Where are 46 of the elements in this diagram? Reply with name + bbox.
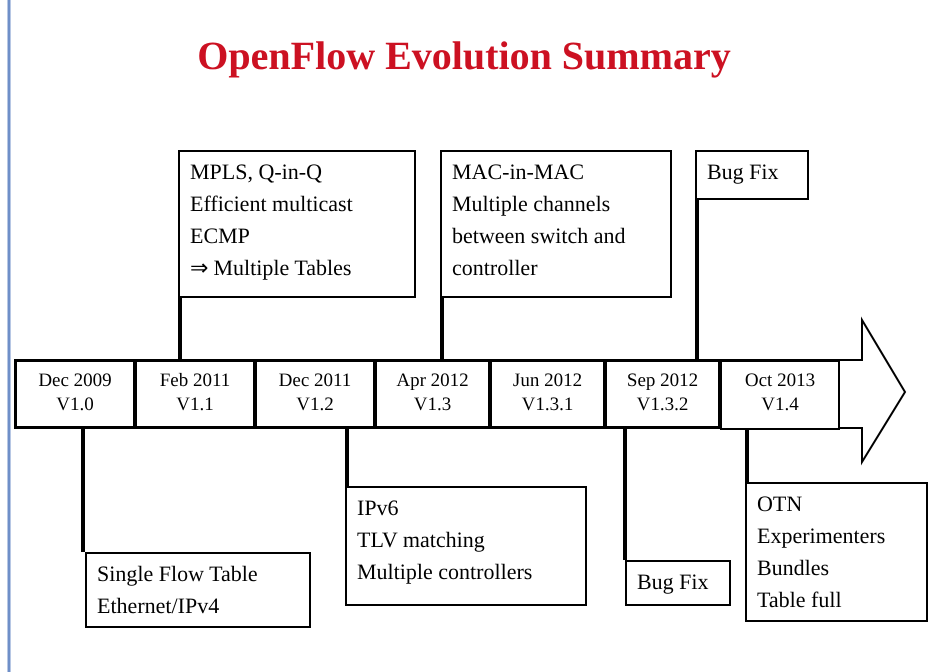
version-label: V1.2: [295, 393, 335, 417]
feature-text: Experimenters: [757, 522, 886, 550]
feature-text: MAC-in-MAC: [452, 158, 586, 186]
feature-box: [695, 150, 809, 200]
date-label: Dec 2009: [37, 369, 113, 393]
feature-text: Ethernet/IPv4: [97, 592, 220, 620]
feature-text: ⇒ Multiple Tables: [190, 254, 352, 282]
connector-line: [345, 428, 349, 486]
connector-line: [745, 430, 749, 482]
feature-text: ECMP: [190, 222, 251, 250]
version-label: V1.4: [760, 393, 800, 417]
feature-text: TLV matching: [357, 526, 486, 554]
title: OpenFlow Evolution Summary: [196, 32, 732, 79]
feature-text: Bug Fix: [707, 158, 780, 186]
feature-text: MPLS, Q-in-Q: [190, 158, 324, 186]
date-label: Jun 2012: [512, 369, 584, 393]
feature-text: IPv6: [357, 494, 400, 522]
date-label: Sep 2012: [626, 369, 700, 393]
version-label: V1.3.2: [636, 393, 690, 417]
feature-text: Multiple controllers: [357, 558, 534, 586]
connector-line: [695, 200, 699, 360]
feature-text: OTN: [757, 490, 804, 518]
feature-box: [745, 482, 928, 622]
date-label: Apr 2012: [395, 369, 470, 393]
feature-box: [345, 486, 587, 606]
feature-text: Multiple channels between switch and controller: [452, 190, 626, 282]
feature-text: Bug Fix: [637, 568, 710, 596]
feature-text: Efficient multicast: [190, 190, 354, 218]
date-label: Feb 2011: [158, 369, 232, 393]
connector-line: [440, 298, 444, 360]
date-label: Dec 2011: [278, 369, 352, 393]
connector-line: [623, 428, 627, 560]
version-label: V1.3.1: [520, 393, 574, 417]
version-label: V1.1: [175, 393, 215, 417]
connector-line: [81, 428, 85, 552]
date-label: Oct 2013: [744, 369, 816, 393]
feature-box: [625, 560, 731, 606]
feature-box: [85, 552, 311, 628]
version-label: V1.3: [412, 393, 452, 417]
feature-text: Table full: [757, 586, 843, 614]
feature-box: [178, 150, 416, 298]
connector-line: [178, 298, 182, 360]
feature-box: [440, 150, 672, 298]
feature-text: Single Flow Table: [97, 560, 259, 588]
feature-text: Bundles: [757, 554, 830, 582]
version-label: V1.0: [55, 393, 95, 417]
